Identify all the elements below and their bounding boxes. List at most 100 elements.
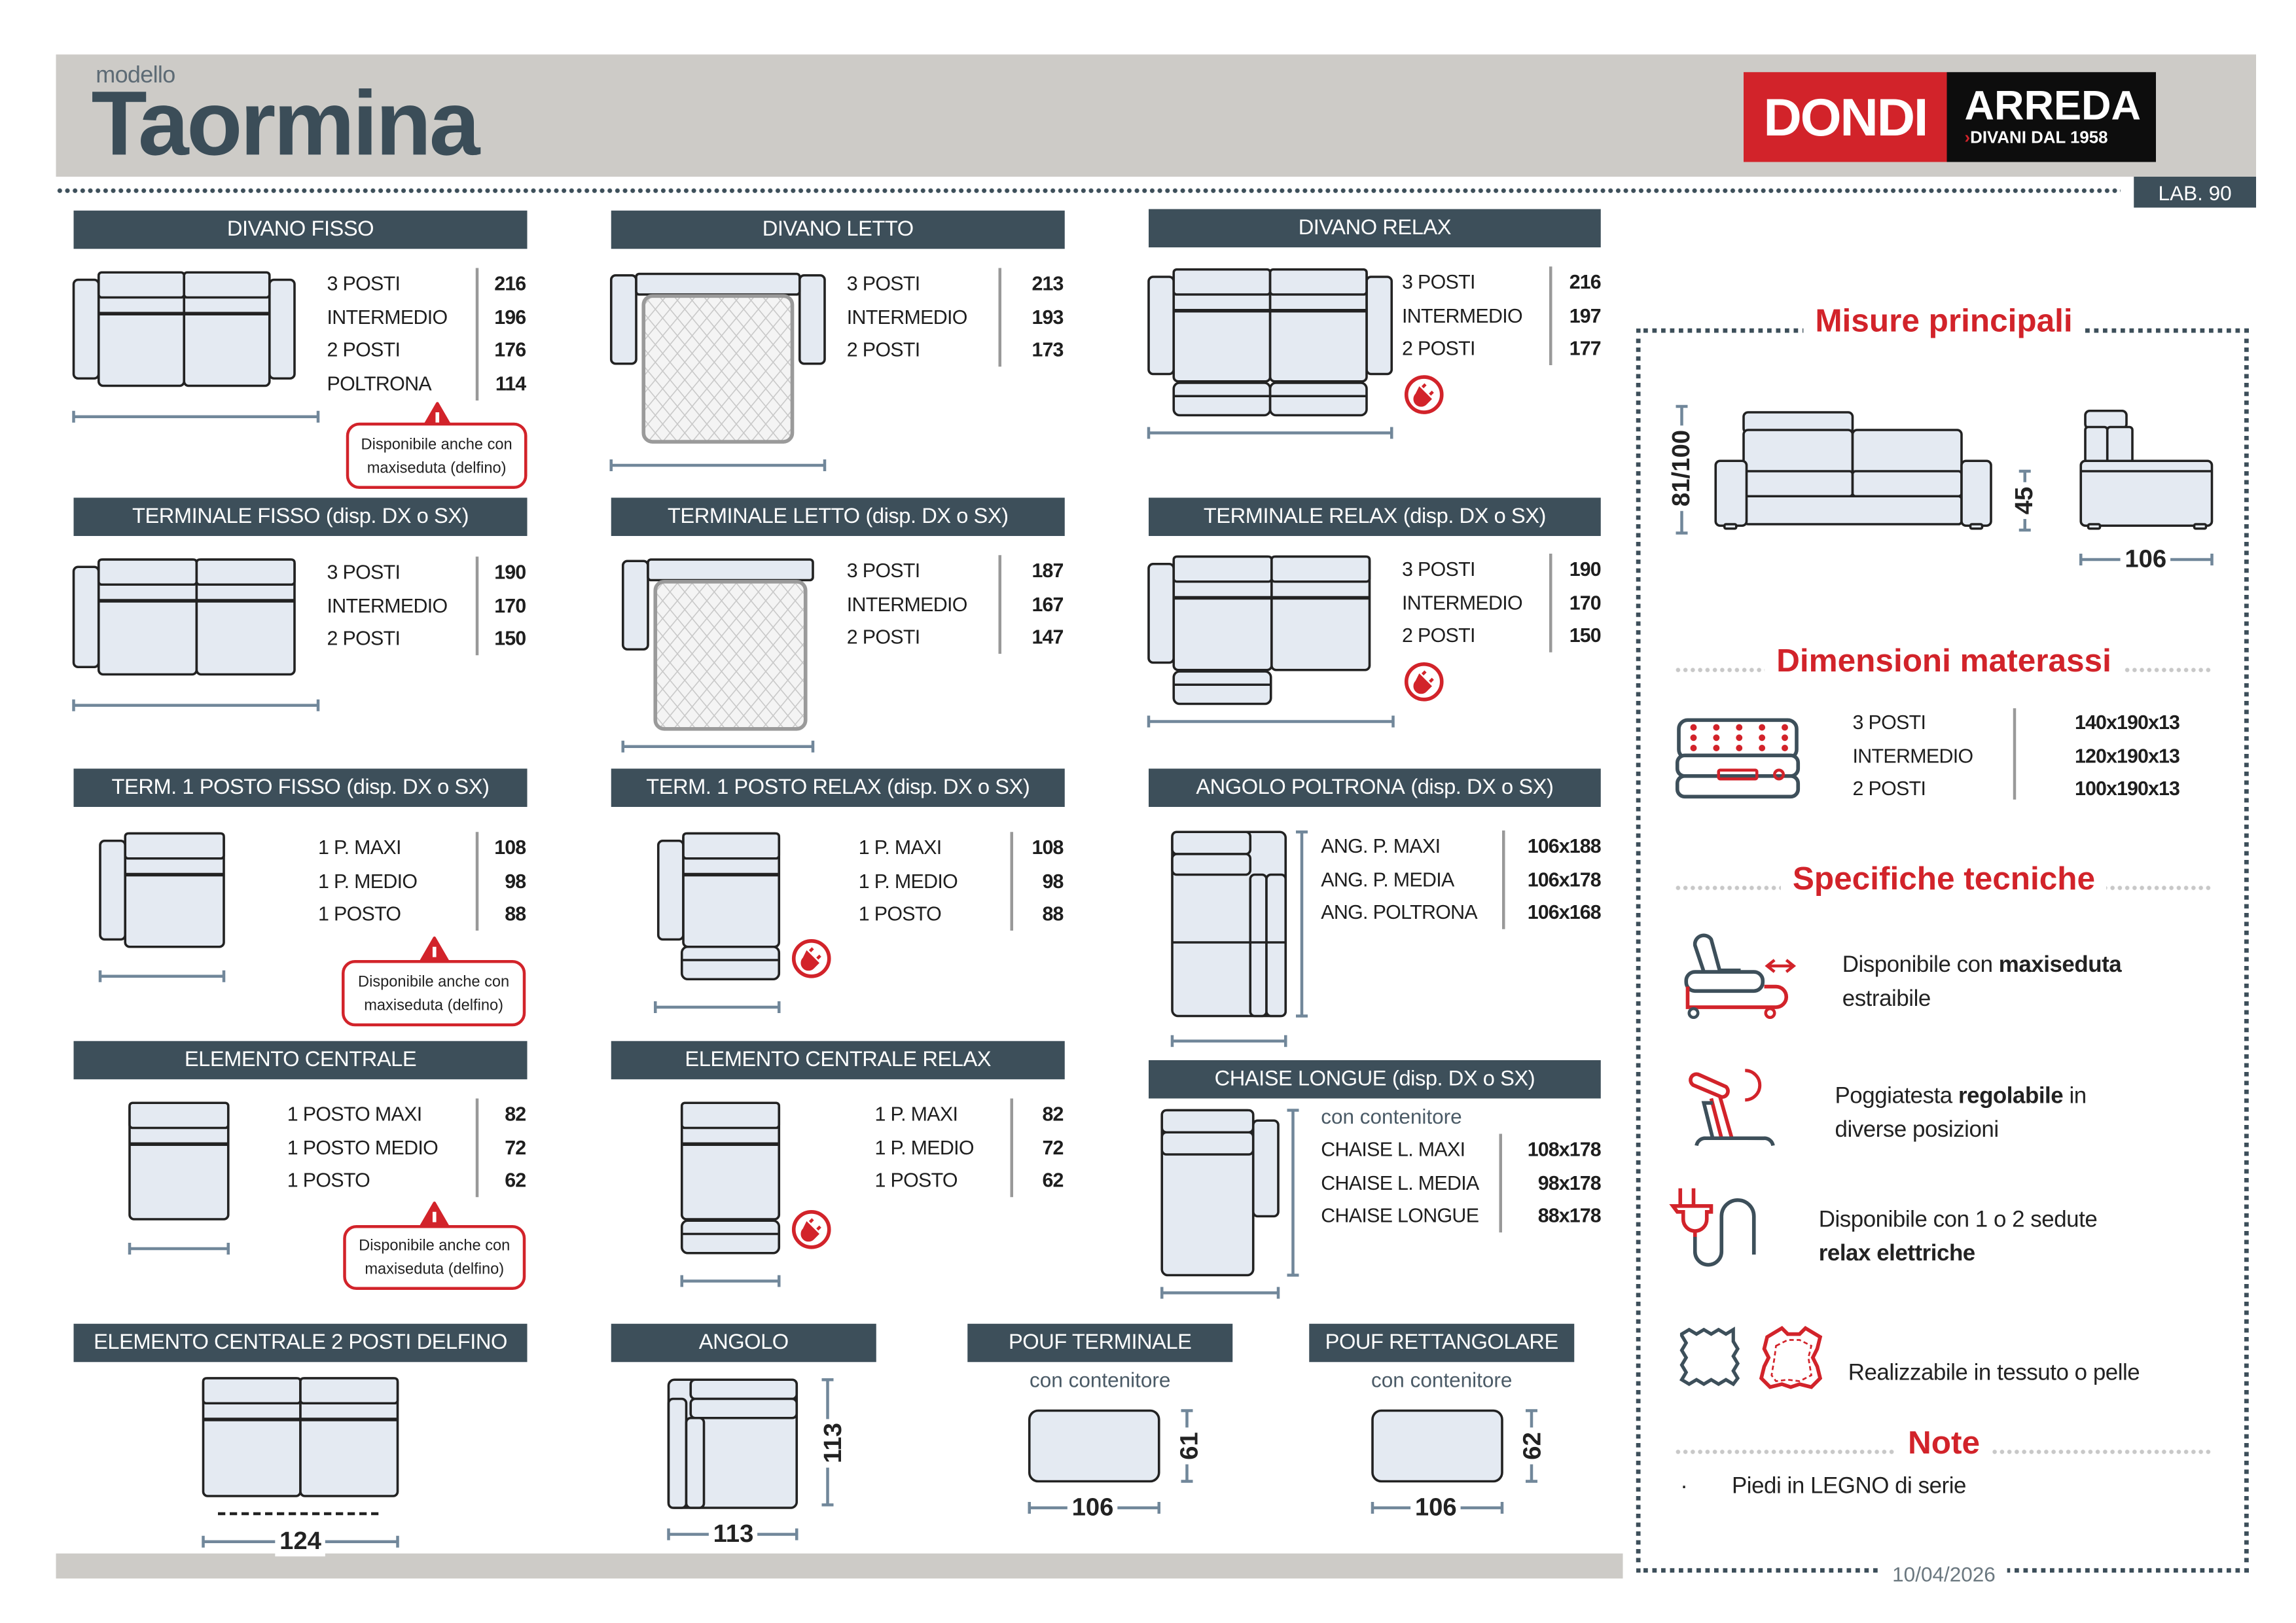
table-row-label: 3 POSTI <box>1402 271 1475 293</box>
table-divider <box>475 1098 479 1198</box>
mattress-size-label: INTERMEDIO <box>1852 744 1974 767</box>
section-header: TERMINALE LETTO(disp. DX o SX) <box>611 497 1065 536</box>
table-row-label: INTERMEDIO <box>327 594 448 616</box>
section-title: DIVANO FISSO <box>226 218 374 241</box>
table-row-value: 82 <box>1042 1103 1064 1125</box>
table-divider <box>475 832 479 931</box>
model-label: modello <box>96 63 175 88</box>
width-measure-line <box>1170 1035 1287 1047</box>
elemento-centrale-2-posti-delfino-drawing <box>202 1377 399 1497</box>
angolo-drawing <box>667 1378 798 1509</box>
section-subtitle: con contenitore <box>1030 1368 1171 1392</box>
section-title: POUF RETTANGOLARE <box>1325 1331 1559 1355</box>
section-header: POUF RETTANGOLARE <box>1309 1323 1575 1363</box>
dimension-value: 113 <box>708 1520 759 1549</box>
elemento-centrale-drawing <box>128 1101 230 1221</box>
table-row-value: 106x188 <box>1527 834 1602 857</box>
depth-measure-line <box>1287 1109 1299 1277</box>
section-header: ANGOLO <box>611 1323 876 1363</box>
section-title: TERM. 1 POSTO FISSO <box>111 776 341 800</box>
relax-footrest-drawing <box>1172 670 1272 705</box>
note-title: Note <box>1895 1423 1992 1463</box>
width-measure-line <box>72 410 320 423</box>
section-title: ANGOLO <box>698 1331 789 1355</box>
table-row-value: 106x168 <box>1527 901 1602 923</box>
section-header: POUF TERMINALE <box>967 1323 1233 1363</box>
section-title: ELEMENTO CENTRALE <box>184 1048 417 1072</box>
front-view-sofa-drawing <box>1714 411 1992 530</box>
table-divider <box>1502 830 1505 929</box>
materassi-title: Dimensioni materassi <box>1765 642 2123 681</box>
width-measure-line <box>609 459 827 471</box>
table-divider <box>998 268 1001 367</box>
page-title: Taormina <box>91 73 480 175</box>
table-row-label: 3 POSTI <box>327 561 401 583</box>
maxiseduta-callout: Disponibile anche con maxiseduta (delfin… <box>343 1225 526 1290</box>
table-row-value: 72 <box>1042 1135 1064 1158</box>
dotted-divider <box>56 187 2121 194</box>
table-row-label: 1 P. MAXI <box>318 836 401 859</box>
table-row-label: CHAISE L. MEDIA <box>1321 1171 1479 1194</box>
table-row-label: CHAISE L. MAXI <box>1321 1138 1465 1160</box>
table-row-value: 88 <box>505 902 526 925</box>
maxiseduta-callout: Disponibile anche con maxiseduta (delfin… <box>346 422 528 489</box>
section-title: ELEMENTO CENTRALE RELAX <box>685 1048 992 1072</box>
section-title: ANGOLO POLTRONA <box>1196 776 1405 800</box>
table-row-label: 1 P. MAXI <box>858 836 942 859</box>
spec-item-text: Realizzabile in tessuto o pelle <box>1848 1358 2140 1391</box>
spec-pre: Realizzabile in tessuto o pelle <box>1848 1361 2140 1386</box>
table-row-value: 150 <box>1569 624 1602 647</box>
mattress-icon <box>1675 718 1801 799</box>
chevron-icon: › <box>1964 128 1971 147</box>
table-divider <box>475 556 479 656</box>
table-row-value: 98 <box>505 869 526 892</box>
table-row-label: 1 POSTO <box>874 1169 958 1192</box>
section-title: TERMINALE LETTO <box>667 505 860 529</box>
table-row-value: 72 <box>505 1135 526 1158</box>
table-row-value: 187 <box>1031 560 1064 582</box>
term-1-posto-fisso-drawing <box>99 832 225 948</box>
table-row-label: ANG. POLTRONA <box>1321 901 1478 923</box>
table-row-value: 193 <box>1031 305 1064 328</box>
table-row-value: 62 <box>505 1169 526 1192</box>
headrest-icon <box>1689 1069 1775 1147</box>
section-header: ELEMENTO CENTRALE 2 POSTI DELFINO <box>73 1323 528 1363</box>
section-title-note: (disp. DX o SX) <box>865 505 1009 529</box>
table-row-value: 114 <box>495 372 526 394</box>
pouf-rettangolare-drawing <box>1371 1409 1503 1483</box>
table-row-value: 167 <box>1031 592 1064 615</box>
fabric-icon <box>1679 1327 1740 1387</box>
table-row-label: 1 P. MAXI <box>874 1103 958 1125</box>
section-header: ELEMENTO CENTRALE RELAX <box>611 1041 1065 1080</box>
table-row-label: 2 POSTI <box>846 338 920 361</box>
table-divider <box>475 268 479 400</box>
section-title: CHAISE LONGUE <box>1214 1067 1387 1092</box>
table-row-label: 1 P. MEDIO <box>318 869 418 892</box>
dimension-value: 106 <box>1410 1493 1462 1523</box>
dimension-value: 61 <box>1175 1427 1205 1465</box>
table-row-label: INTERMEDIO <box>1402 304 1523 327</box>
section-title: TERMINALE RELAX <box>1203 505 1397 529</box>
relax-footrest-drawing <box>680 1219 781 1255</box>
table-row-label: 3 POSTI <box>846 560 920 582</box>
table-row-value: 196 <box>494 305 526 328</box>
spec-pre: Poggiatesta <box>1835 1084 1959 1109</box>
divano-letto-drawing <box>609 272 826 444</box>
table-row-label: ANG. P. MAXI <box>1321 834 1441 857</box>
dimension-value: 106 <box>2120 544 2171 575</box>
mattress-size-label: 3 POSTI <box>1852 711 1926 734</box>
electric-plug-icon <box>791 938 831 978</box>
table-row-value: 216 <box>1569 271 1602 293</box>
spec-bold: regolabile <box>1958 1084 2064 1109</box>
mattress-size-value: 100x190x13 <box>2075 777 2180 800</box>
spec-post: estraibile <box>1842 986 1931 1011</box>
specifiche-title: Specifiche tecniche <box>1780 860 2108 899</box>
depth-measure-line <box>1296 830 1308 1018</box>
spec-bold: maxiseduta <box>1998 952 2122 978</box>
table-row-label: 1 POSTO MEDIO <box>287 1135 439 1158</box>
section-title-note: (disp. DX o SX) <box>346 776 490 800</box>
table-row-label: 1 POSTO MAXI <box>287 1103 422 1125</box>
divano-relax-drawing <box>1147 268 1393 383</box>
table-row-value: 108 <box>1031 836 1064 859</box>
